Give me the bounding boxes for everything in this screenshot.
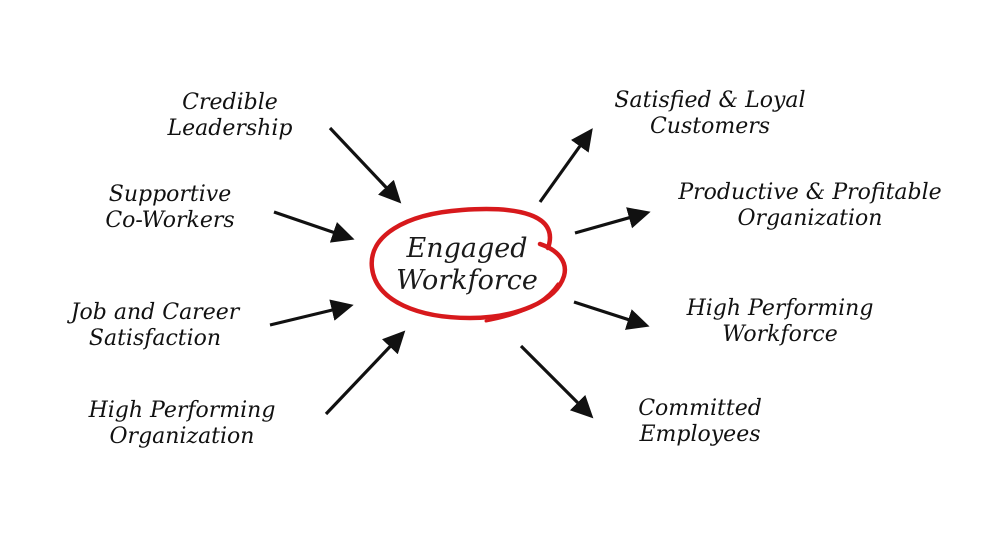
input-label-line1: Credible — [182, 90, 278, 115]
output-label-line1: High Performing — [686, 296, 874, 321]
arrow-credible-leadership — [328, 126, 402, 204]
arrow-committed-employees — [519, 344, 594, 419]
input-label-credible-leadership: Credible Leadership — [140, 90, 320, 142]
input-label-high-performing-organization: High Performing Organization — [62, 398, 302, 450]
input-label-supportive-coworkers: Supportive Co-Workers — [80, 182, 260, 234]
center-ring-tail — [484, 282, 560, 323]
output-label-satisfied-loyal-customers: Satisfied & Loyal Customers — [590, 88, 830, 140]
output-label-high-performing-workforce: High Performing Workforce — [660, 296, 900, 348]
input-label-line2: Leadership — [167, 116, 293, 141]
output-label-committed-employees: Committed Employees — [610, 396, 790, 448]
input-label-line2: Co-Workers — [105, 208, 235, 233]
output-label-line2: Employees — [639, 422, 761, 447]
input-label-line1: Job and Career — [70, 300, 240, 325]
input-label-line2: Organization — [109, 424, 255, 449]
output-label-line1: Satisfied & Loyal — [614, 88, 806, 113]
input-label-line1: High Performing — [88, 398, 276, 423]
output-label-productive-profitable-organization: Productive & Profitable Organization — [650, 180, 970, 232]
center-ring — [369, 206, 568, 321]
output-label-line2: Organization — [737, 206, 883, 231]
arrow-productive-profitable-organization — [574, 207, 651, 235]
input-label-line2: Satisfaction — [88, 326, 222, 351]
center-line2: Workforce — [396, 265, 538, 296]
arrow-satisfied-loyal-customers — [538, 128, 593, 203]
output-label-line2: Workforce — [722, 322, 838, 347]
center-node-label: Engaged Workforce — [372, 233, 562, 297]
output-label-line1: Productive & Profitable — [678, 180, 942, 205]
input-label-job-career-satisfaction: Job and Career Satisfaction — [40, 300, 270, 352]
arrow-supportive-coworkers — [273, 210, 355, 243]
output-label-line2: Customers — [649, 114, 771, 139]
center-line1: Engaged — [406, 233, 528, 264]
arrow-high-performing-organization — [324, 330, 406, 416]
output-label-line1: Committed — [638, 396, 762, 421]
arrow-job-career-satisfaction — [269, 299, 354, 327]
arrow-high-performing-workforce — [573, 300, 650, 330]
input-label-line1: Supportive — [108, 182, 232, 207]
